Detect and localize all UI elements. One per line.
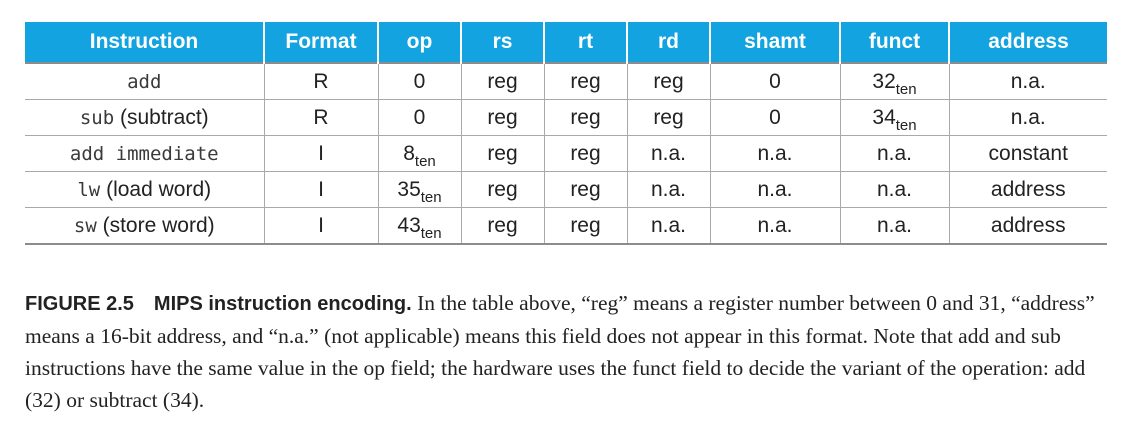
- instruction-description: (store word): [96, 213, 215, 237]
- cell-address: n.a.: [948, 62, 1107, 100]
- instruction-encoding-table: Instruction Format op rs rt rd shamt fun…: [25, 22, 1107, 245]
- cell-op: 43ten: [377, 207, 462, 245]
- cell-instruction: add immediate: [25, 135, 265, 172]
- table-row: add R 0 reg reg reg 0 32ten n.a.: [25, 62, 1107, 100]
- cell-format: I: [263, 207, 379, 245]
- cell-op: 8ten: [377, 135, 462, 172]
- column-header-funct: funct: [839, 22, 949, 63]
- cell-address: n.a.: [948, 99, 1107, 136]
- cell-rt: reg: [543, 135, 628, 172]
- cell-address: address: [948, 171, 1107, 208]
- cell-rt: reg: [543, 171, 628, 208]
- figure-number: FIGURE 2.5: [25, 293, 134, 315]
- cell-instruction: add: [25, 62, 265, 100]
- cell-op: 0: [377, 62, 462, 100]
- instruction-mnemonic: sw: [73, 214, 97, 237]
- column-header-rs: rs: [460, 22, 544, 63]
- cell-shamt: 0: [709, 99, 841, 136]
- instruction-description: (load word): [100, 177, 212, 201]
- column-header-instruction: Instruction: [25, 22, 264, 63]
- op-subscript: ten: [414, 152, 436, 170]
- cell-instruction: sub (subtract): [25, 99, 265, 136]
- instruction-description: (subtract): [114, 105, 209, 129]
- column-header-shamt: shamt: [709, 22, 840, 63]
- funct-value: 34: [872, 105, 896, 129]
- funct-value: n.a.: [876, 141, 913, 165]
- column-header-rt: rt: [543, 22, 627, 63]
- figure-title: MIPS instruction encoding.: [153, 293, 412, 315]
- table-row: sub (subtract) R 0 reg reg reg 0 34ten n…: [25, 99, 1107, 136]
- table-row: lw (load word) I 35ten reg reg n.a. n.a.…: [25, 171, 1107, 208]
- cell-shamt: n.a.: [709, 135, 841, 172]
- cell-rs: reg: [460, 135, 545, 172]
- cell-rs: reg: [460, 207, 545, 245]
- cell-rd: reg: [626, 62, 711, 100]
- instruction-mnemonic: lw: [77, 178, 101, 201]
- funct-value: n.a.: [876, 177, 913, 201]
- cell-rs: reg: [460, 62, 545, 100]
- cell-format: I: [263, 171, 379, 208]
- op-subscript: ten: [420, 224, 442, 242]
- cell-funct: 34ten: [839, 99, 950, 136]
- funct-value: 32: [872, 69, 896, 93]
- column-header-op: op: [377, 22, 461, 63]
- column-header-format: Format: [263, 22, 378, 63]
- cell-rt: reg: [543, 207, 628, 245]
- cell-rs: reg: [460, 171, 545, 208]
- cell-address: constant: [948, 135, 1107, 172]
- table-header-row: Instruction Format op rs rt rd shamt fun…: [25, 22, 1107, 63]
- op-value: 43: [397, 213, 421, 237]
- funct-subscript: ten: [895, 80, 917, 98]
- cell-shamt: 0: [709, 62, 841, 100]
- instruction-encoding-table-container: Instruction Format op rs rt rd shamt fun…: [25, 22, 1107, 245]
- funct-value: n.a.: [876, 213, 913, 237]
- op-value: 8: [403, 141, 415, 165]
- cell-funct: n.a.: [839, 207, 950, 245]
- cell-format: R: [263, 62, 379, 100]
- cell-op: 0: [377, 99, 462, 136]
- cell-rd: n.a.: [626, 207, 711, 245]
- op-value: 0: [413, 69, 426, 93]
- cell-rd: n.a.: [626, 171, 711, 208]
- cell-rt: reg: [543, 99, 628, 136]
- instruction-mnemonic: add: [127, 70, 162, 93]
- funct-subscript: ten: [895, 116, 917, 134]
- instruction-mnemonic: add immediate: [69, 142, 219, 165]
- cell-rd: n.a.: [626, 135, 711, 172]
- column-header-rd: rd: [626, 22, 710, 63]
- cell-rd: reg: [626, 99, 711, 136]
- cell-shamt: n.a.: [709, 171, 841, 208]
- cell-funct: 32ten: [839, 62, 950, 100]
- table-row: sw (store word) I 43ten reg reg n.a. n.a…: [25, 207, 1107, 245]
- table-row: add immediate I 8ten reg reg n.a. n.a. n…: [25, 135, 1107, 172]
- cell-instruction: sw (store word): [25, 207, 265, 245]
- column-header-address: address: [948, 22, 1107, 63]
- cell-rt: reg: [543, 62, 628, 100]
- cell-rs: reg: [460, 99, 545, 136]
- cell-format: R: [263, 99, 379, 136]
- cell-funct: n.a.: [839, 135, 950, 172]
- instruction-mnemonic: sub: [79, 106, 115, 129]
- cell-format: I: [263, 135, 379, 172]
- cell-op: 35ten: [377, 171, 462, 208]
- op-subscript: ten: [420, 188, 442, 206]
- cell-address: address: [948, 207, 1107, 245]
- cell-instruction: lw (load word): [25, 171, 265, 208]
- cell-shamt: n.a.: [709, 207, 841, 245]
- figure-caption-text: In the table above, “reg” means a regist…: [25, 291, 1095, 412]
- op-value: 35: [397, 177, 421, 201]
- op-value: 0: [413, 105, 426, 129]
- cell-funct: n.a.: [839, 171, 950, 208]
- figure-caption: FIGURE 2.5 MIPS instruction encoding. In …: [25, 287, 1110, 416]
